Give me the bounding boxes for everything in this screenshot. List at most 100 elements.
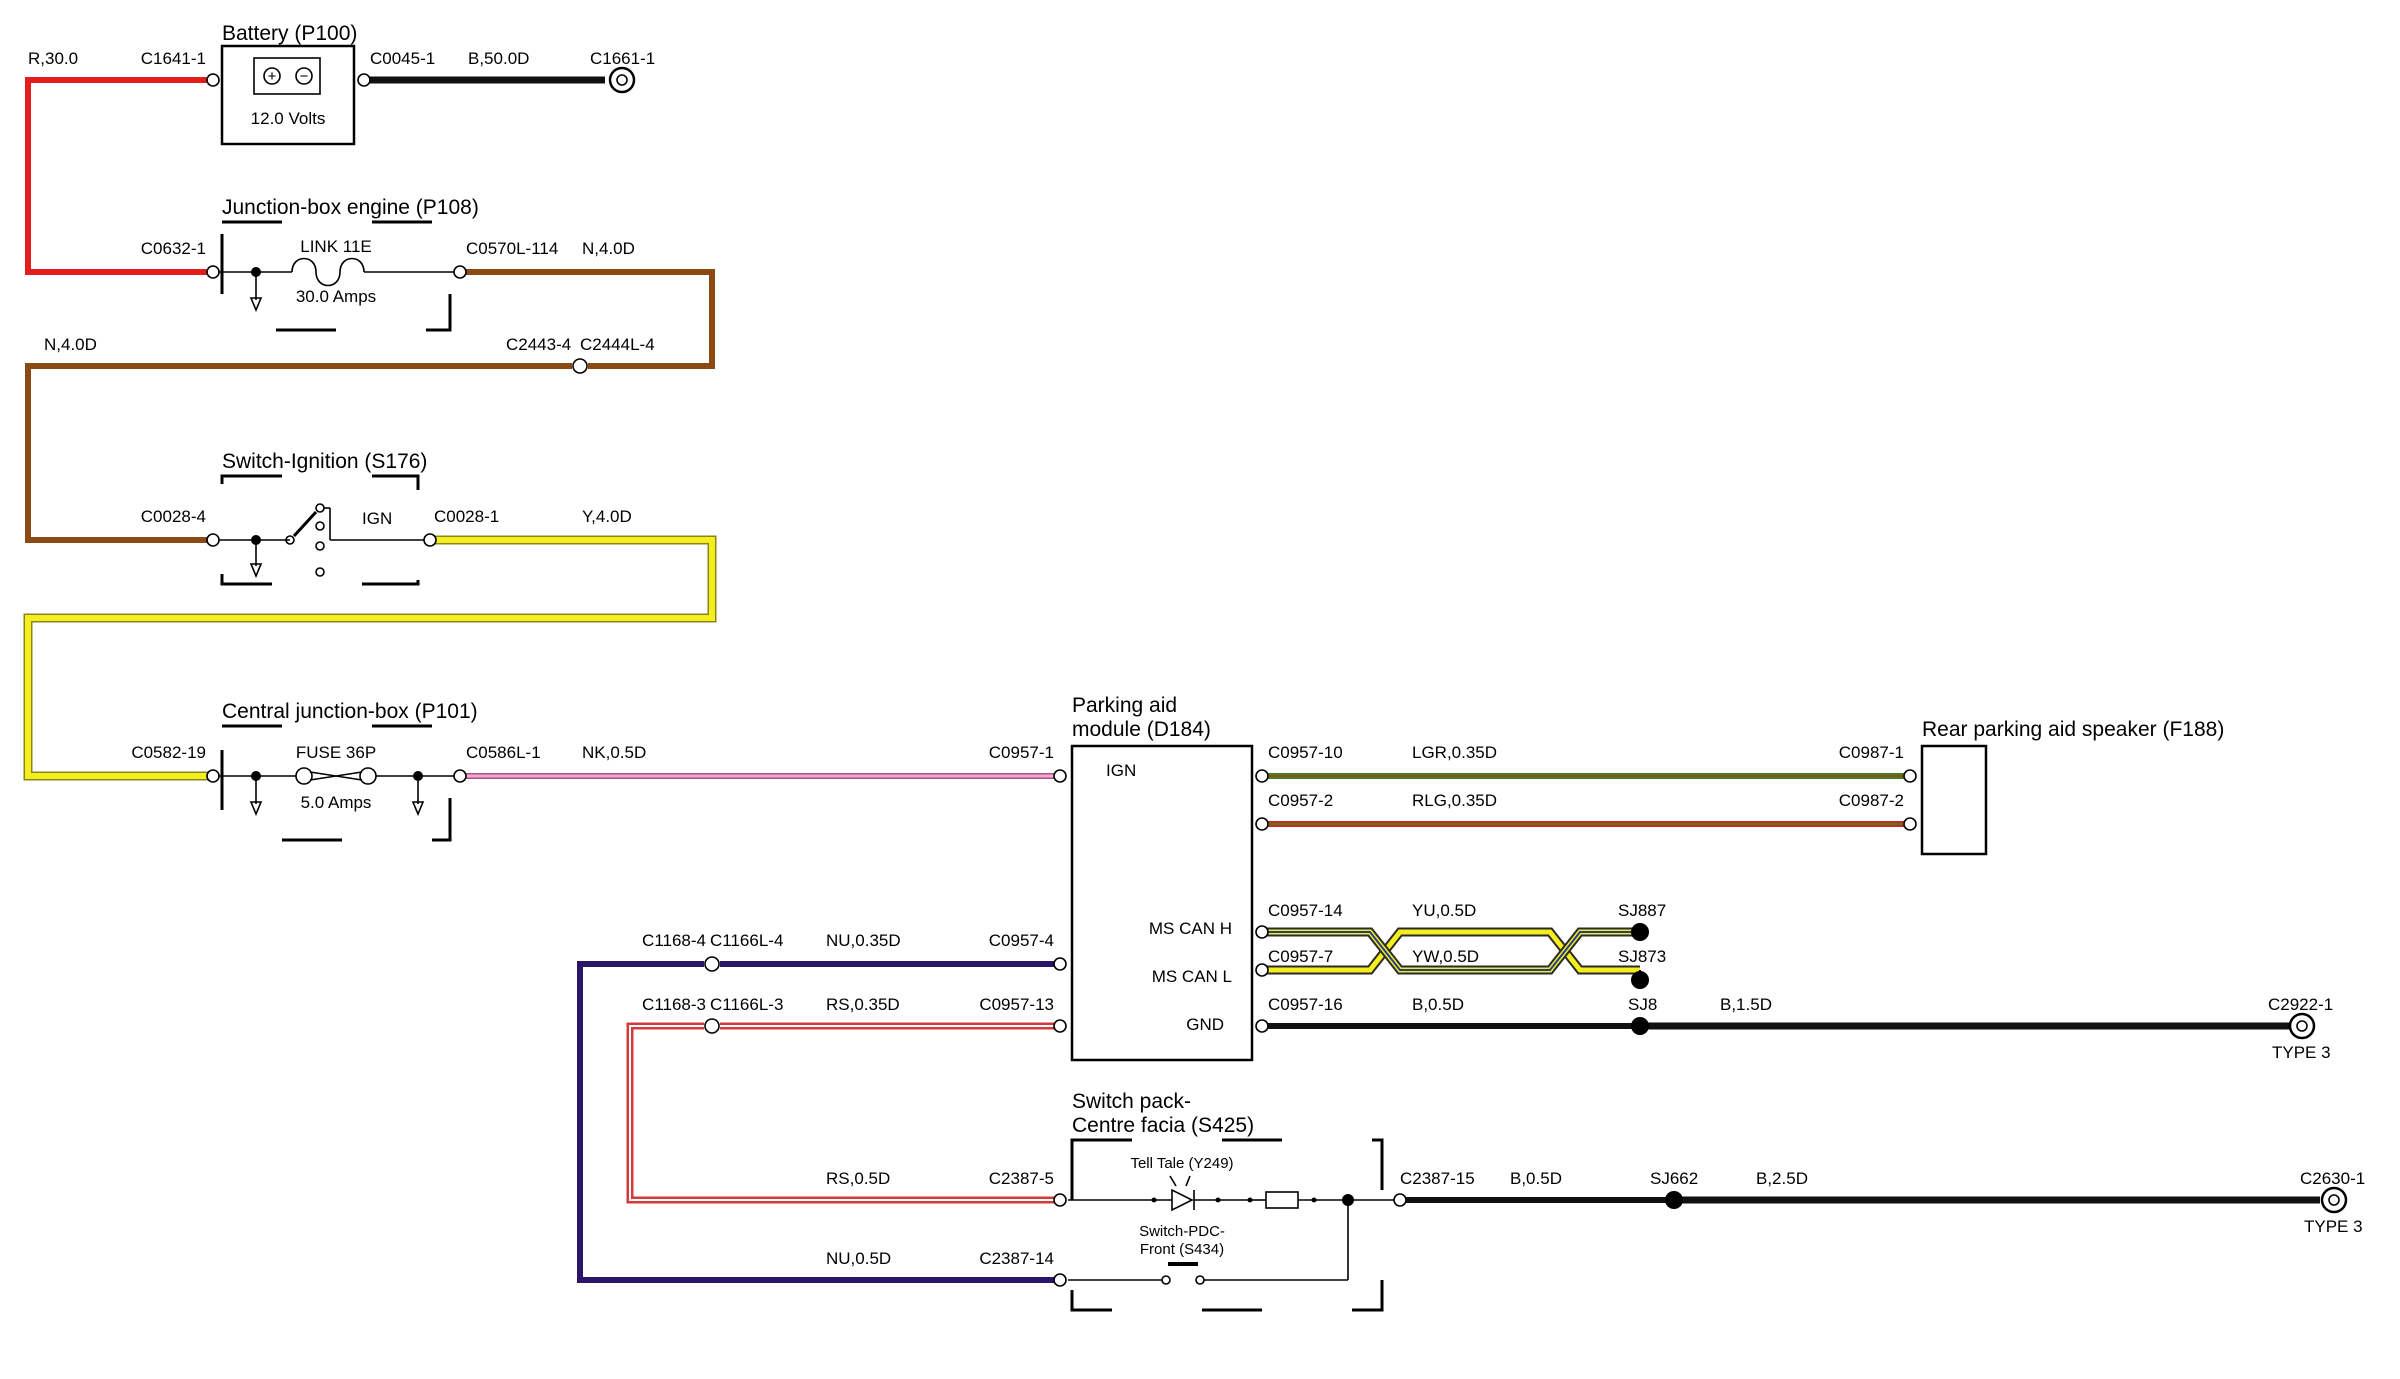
label-c2443: C2443-4 — [506, 335, 571, 354]
wire-can-yw[interactable] — [1262, 929, 1640, 973]
wire-label-n4-left: N,4.0D — [44, 335, 97, 354]
connector-c0957-14[interactable] — [1255, 925, 1269, 939]
wire-rs05[interactable] — [629, 1025, 1060, 1201]
connector-c0632[interactable] — [206, 265, 220, 279]
label-c0586l: C0586L-1 — [466, 743, 541, 762]
connector-c0957-10[interactable] — [1255, 769, 1269, 783]
fuse-rating: 5.0 Amps — [301, 793, 372, 812]
connector-c0957-4[interactable] — [1053, 957, 1067, 971]
connector-c0987-2[interactable] — [1903, 817, 1917, 831]
label-c0570l: C0570L-114 — [466, 239, 558, 258]
label-c2444l: C2444L-4 — [580, 335, 655, 354]
connector-c2387-15[interactable] — [1393, 1193, 1407, 1207]
wire-label-b25: B,2.5D — [1756, 1169, 1808, 1188]
label-c0957-10: C0957-10 — [1268, 743, 1343, 762]
pin-can-h: MS CAN H — [1149, 919, 1232, 938]
resistor-dot — [1311, 1197, 1317, 1203]
connector-c2443[interactable] — [572, 358, 588, 374]
label-sj8: SJ8 — [1628, 995, 1657, 1014]
connector-c0570l[interactable] — [453, 265, 467, 279]
junction-engine-ground-arrow — [249, 297, 263, 313]
led-light-rays-icon — [1169, 1175, 1191, 1187]
switch-pack-title-1: Switch pack- — [1072, 1090, 1191, 1113]
wire-label-b50: B,50.0D — [468, 49, 529, 68]
wire-label-nu05: NU,0.5D — [826, 1249, 891, 1268]
label-c0045: C0045-1 — [370, 49, 435, 68]
connector-c0957-1[interactable] — [1053, 769, 1067, 783]
pin-ign: IGN — [1106, 761, 1136, 780]
label-c2387-15: C2387-15 — [1400, 1169, 1475, 1188]
ignition-position: IGN — [362, 509, 392, 528]
connector-c0028-4[interactable] — [206, 533, 220, 547]
switch-pack-title-2: Centre facia (S425) — [1072, 1114, 1254, 1137]
wire-label-rs035: RS,0.35D — [826, 995, 900, 1014]
central-junction-title: Central junction-box (P101) — [222, 700, 478, 723]
connector-c1168-4[interactable] — [704, 956, 720, 972]
label-c0957-13: C0957-13 — [979, 995, 1054, 1014]
connector-c0045[interactable] — [357, 73, 371, 87]
label-type3-b: TYPE 3 — [2304, 1217, 2363, 1236]
label-c0957-1: C0957-1 — [989, 743, 1054, 762]
label-c0632: C0632-1 — [141, 239, 206, 258]
label-c0987-1: C0987-1 — [1839, 743, 1904, 762]
battery-cell — [253, 57, 321, 95]
wire-label-yw05: YW,0.5D — [1412, 947, 1479, 966]
connector-c0582[interactable] — [206, 769, 220, 783]
label-c1661: C1661-1 — [590, 49, 655, 68]
speaker-title: Rear parking aid speaker (F188) — [1922, 718, 2224, 741]
label-c2922: C2922-1 — [2268, 995, 2333, 1014]
splice-sj662[interactable] — [1665, 1191, 1683, 1209]
central-ground-arrow-right — [411, 801, 425, 817]
link-rating: 30.0 Amps — [296, 287, 376, 306]
connector-c2387-5[interactable] — [1053, 1193, 1067, 1207]
battery-voltage: 12.0 Volts — [251, 109, 326, 128]
label-type3-a: TYPE 3 — [2272, 1043, 2331, 1062]
wire-red-r30[interactable] — [25, 77, 213, 275]
wire-label-y4: Y,4.0D — [582, 507, 632, 526]
pin-gnd: GND — [1186, 1015, 1224, 1034]
label-c2630: C2630-1 — [2300, 1169, 2365, 1188]
ignition-switch-lever — [292, 510, 318, 538]
wire-yellow-y4[interactable] — [25, 537, 715, 779]
wire-nu05[interactable] — [577, 961, 1060, 1283]
connector-c0957-2[interactable] — [1255, 817, 1269, 831]
label-c0957-7: C0957-7 — [1268, 947, 1333, 966]
tell-tale-label: Tell Tale (Y249) — [1130, 1155, 1233, 1172]
pdc-switch-label-2: Front (S434) — [1140, 1241, 1224, 1258]
junction-engine-box — [220, 220, 452, 332]
connector-c0957-7[interactable] — [1255, 963, 1269, 977]
connector-c0957-16[interactable] — [1255, 1019, 1269, 1033]
splice-sj8[interactable] — [1631, 1017, 1649, 1035]
connector-c0586l[interactable] — [453, 769, 467, 783]
battery-minus: − — [300, 68, 309, 85]
fuse-icon-right — [359, 767, 377, 785]
central-ground-arrow-left — [249, 801, 263, 817]
wire-brown-n4[interactable] — [460, 269, 715, 369]
label-c0028-4: C0028-4 — [141, 507, 206, 526]
label-c2387-5: C2387-5 — [989, 1169, 1054, 1188]
fuse-icon-left — [295, 767, 313, 785]
fuse-icon — [309, 771, 363, 781]
wire-brown-n4-lower[interactable] — [25, 363, 572, 543]
ignition-ground-arrow — [249, 563, 263, 579]
connector-c2387-14[interactable] — [1053, 1273, 1067, 1287]
ignition-title: Switch-Ignition (S176) — [222, 450, 427, 473]
speaker-box — [1920, 744, 1988, 856]
connector-c0987-1[interactable] — [1903, 769, 1917, 783]
label-c1168-4: C1168-4 — [642, 931, 706, 950]
label-sj662: SJ662 — [1650, 1169, 1698, 1188]
connector-c1168-3[interactable] — [704, 1018, 720, 1034]
battery-minus-icon — [295, 67, 313, 85]
label-c0028-1: C0028-1 — [434, 507, 499, 526]
pdc-switch-contact — [1195, 1275, 1205, 1285]
connector-c0957-13[interactable] — [1053, 1019, 1067, 1033]
splice-sj887[interactable] — [1631, 923, 1649, 941]
link-label: LINK 11E — [300, 237, 372, 256]
ignition-contact — [315, 541, 325, 551]
battery-plus: + — [268, 68, 277, 85]
wire-label-b05-sw: B,0.5D — [1510, 1169, 1562, 1188]
connector-c1641[interactable] — [206, 73, 220, 87]
parking-module-title-2: module (D184) — [1072, 718, 1211, 741]
connector-c0028-1[interactable] — [423, 533, 437, 547]
